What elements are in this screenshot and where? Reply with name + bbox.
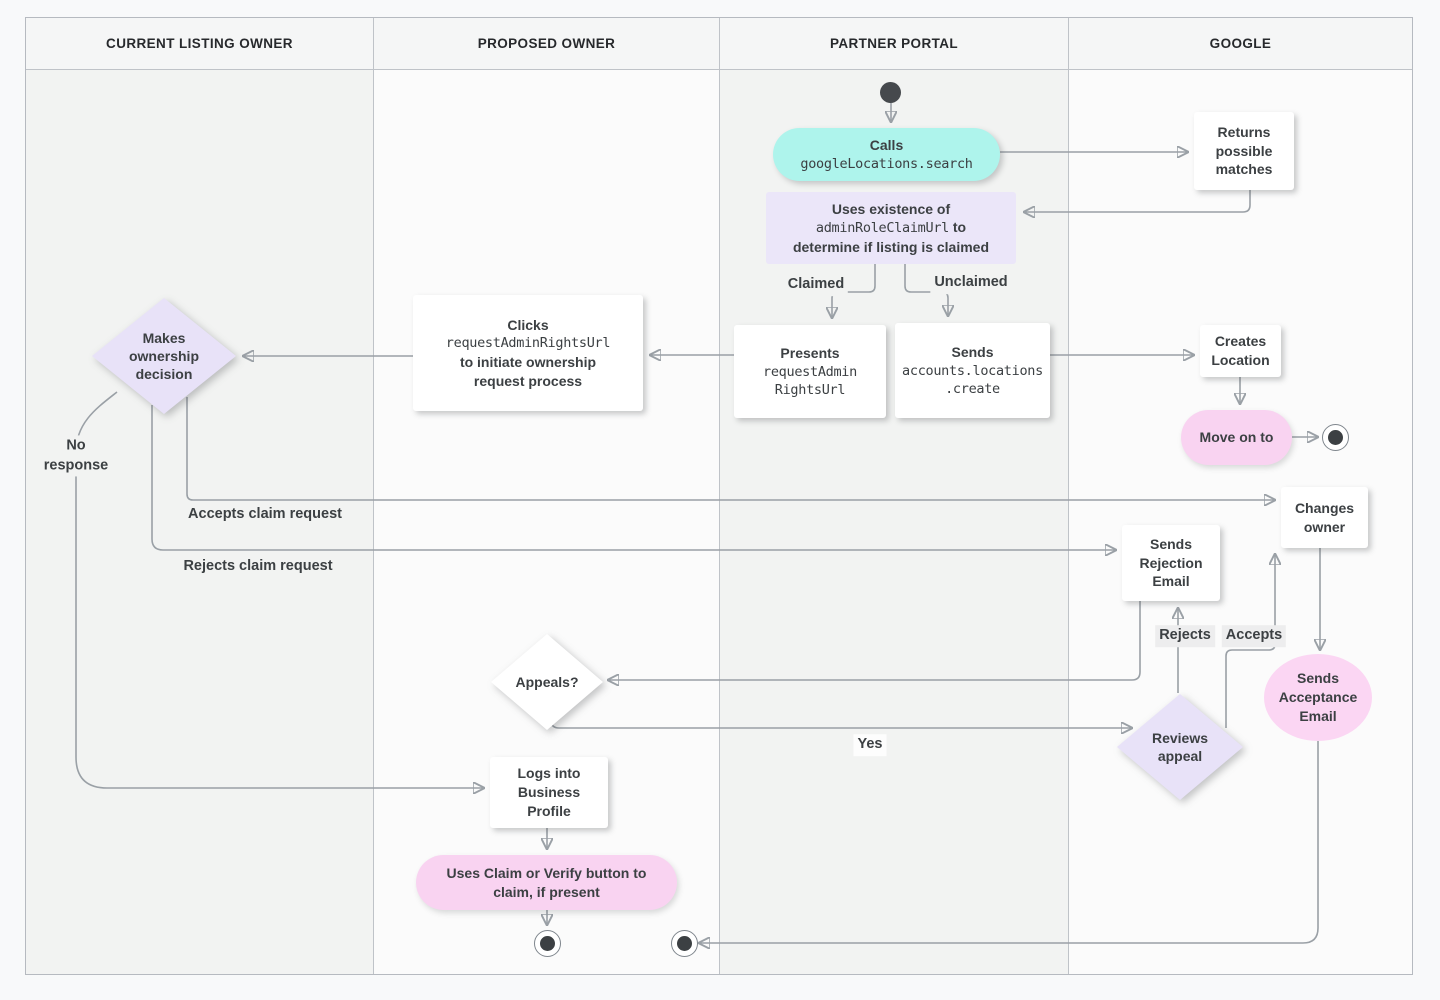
node-text: Appeals? xyxy=(515,673,579,690)
node-logs-into-business-profile: Logs into Business Profile xyxy=(490,757,608,828)
decision-diamond: Makes ownership decision xyxy=(92,298,236,414)
edge-returns-to-uses xyxy=(1025,190,1251,212)
end-node-dot xyxy=(677,936,692,951)
edge-appeals-yes-to-reviews xyxy=(550,714,1131,728)
node-code: googleLocations.search xyxy=(800,155,973,172)
node-code: requestAdminRightsUrl xyxy=(445,335,611,352)
node-code: adminRoleClaimUrl xyxy=(815,220,949,237)
edge-accepts-claim xyxy=(186,397,1274,500)
node-text: Makes ownership decision xyxy=(128,329,199,383)
node-text: Changes owner xyxy=(1294,499,1355,535)
edge-label-rejects-claim-request: Rejects claim request xyxy=(179,556,337,578)
node-title: Calls xyxy=(869,136,904,153)
appeals-diamond: Appeals? xyxy=(491,634,603,730)
node-text: Reviews appeal xyxy=(1151,729,1209,764)
start-node xyxy=(880,82,901,103)
node-move-on-to: Move on to xyxy=(1181,410,1292,465)
edge-label-accepts: Accepts xyxy=(1221,625,1287,647)
node-presents-requestadminrightsurl: Presents requestAdmin RightsUrl xyxy=(734,325,886,418)
end-node-dot xyxy=(540,936,555,951)
lane-header-label: GOOGLE xyxy=(1209,36,1272,51)
end-node-partner-portal xyxy=(671,930,698,957)
lane-header-label: PARTNER PORTAL xyxy=(829,36,959,51)
edge-rejection-to-appeals xyxy=(609,601,1141,680)
node-text: Returns possible matches xyxy=(1215,123,1273,178)
node-line1-suffix: to xyxy=(948,219,967,236)
edge-label-rejects: Rejects xyxy=(1155,625,1215,647)
edge-label-claimed: Claimed xyxy=(783,274,849,296)
lane-header-label: CURRENT LISTING OWNER xyxy=(106,36,293,51)
edge-label-unclaimed: Unclaimed xyxy=(930,272,1012,294)
node-line-code: adminRoleClaimUrl to xyxy=(816,218,966,237)
node-creates-location: Creates Location xyxy=(1200,325,1281,377)
node-line3: request process xyxy=(473,372,583,389)
node-text: Creates Location xyxy=(1211,333,1270,368)
lane-header-proposed-owner: PROPOSED OWNER xyxy=(374,18,720,70)
edge-acceptance-to-end xyxy=(700,740,1319,943)
edge-label-accepts-claim-request: Accepts claim request xyxy=(184,504,346,526)
node-text: Logs into Business Profile xyxy=(517,765,581,819)
node-text: Sends Rejection Email xyxy=(1139,535,1203,590)
reviews-appeal-diamond: Reviews appeal xyxy=(1117,694,1243,800)
lane-header-label: PROPOSED OWNER xyxy=(477,36,616,51)
lane-header-google: GOOGLE xyxy=(1069,18,1412,70)
node-makes-ownership-decision: Makes ownership decision xyxy=(92,298,236,414)
end-node-dot xyxy=(1328,430,1343,445)
node-sends-rejection-email: Sends Rejection Email xyxy=(1122,525,1220,601)
node-appeals: Appeals? xyxy=(491,634,603,730)
node-line2: determine if listing is claimed xyxy=(792,238,990,255)
edge-rejects-claim xyxy=(151,405,1115,550)
node-text: Sends Acceptance Email xyxy=(1278,670,1358,724)
edge-no-response xyxy=(75,391,483,788)
node-title: Sends xyxy=(951,343,994,360)
node-line1: Uses existence of xyxy=(831,200,951,217)
node-text: Move on to xyxy=(1199,429,1274,446)
lane-header-current-listing-owner: CURRENT LISTING OWNER xyxy=(26,18,374,70)
node-reviews-appeal: Reviews appeal xyxy=(1117,694,1243,800)
node-text: Uses Claim or Verify button to claim, if… xyxy=(446,864,647,900)
end-node-google xyxy=(1322,424,1349,451)
node-uses-claim-or-verify: Uses Claim or Verify button to claim, if… xyxy=(416,855,677,910)
node-code-line2: .create xyxy=(945,380,1000,397)
node-sends-acceptance-email: Sends Acceptance Email xyxy=(1264,654,1372,741)
node-calls-googlelocations-search: Calls googleLocations.search xyxy=(773,128,1000,181)
node-returns-possible-matches: Returns possible matches xyxy=(1194,112,1294,190)
edge-uses-unclaimed-to-sends xyxy=(904,264,948,315)
node-code-line2: RightsUrl xyxy=(774,381,846,398)
node-line2: to initiate ownership xyxy=(459,353,597,370)
node-uses-existence-adminroleclaimurl: Uses existence of adminRoleClaimUrl to d… xyxy=(766,192,1016,264)
node-changes-owner: Changes owner xyxy=(1281,487,1368,548)
lane-header-partner-portal: PARTNER PORTAL xyxy=(720,18,1069,70)
node-code-line1: requestAdmin xyxy=(763,363,857,380)
node-code-line1: accounts.locations xyxy=(902,362,1043,379)
node-title: Clicks xyxy=(507,316,549,333)
edge-label-yes: Yes xyxy=(853,734,887,756)
node-sends-accounts-locations-create: Sends accounts.locations .create xyxy=(895,323,1050,418)
node-clicks-requestadminrightsurl: Clicks requestAdminRightsUrl to initiate… xyxy=(413,295,643,411)
node-title: Presents xyxy=(780,344,840,361)
end-node-proposed-owner xyxy=(534,930,561,957)
edge-label-no-response: No response xyxy=(33,435,119,477)
